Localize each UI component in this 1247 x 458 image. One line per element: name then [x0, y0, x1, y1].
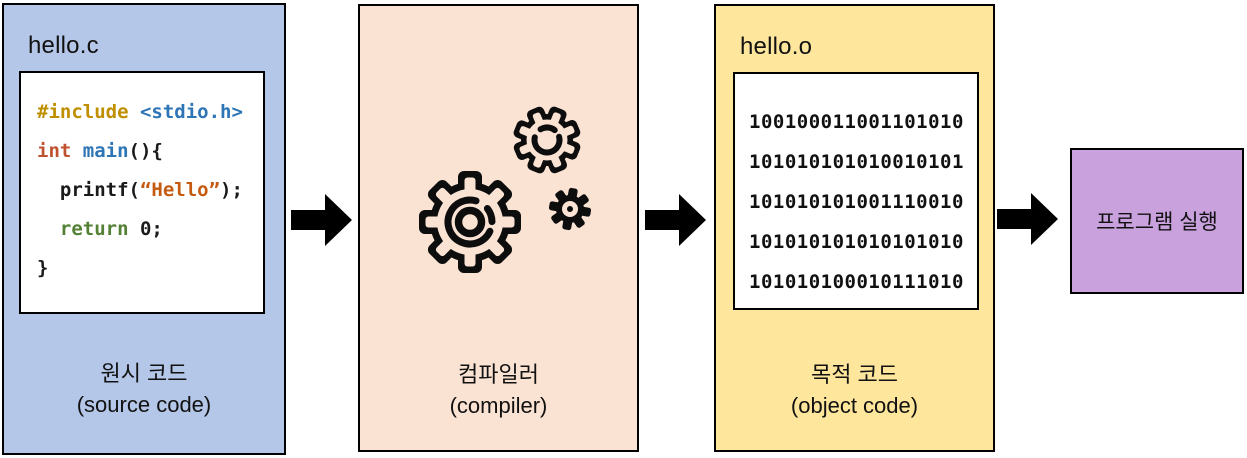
gears-icon	[419, 106, 592, 273]
binary-line: 101010101001110010	[749, 191, 964, 213]
code-token: return	[59, 218, 129, 240]
compiler-label-ko: 컴파일러	[458, 362, 539, 387]
code-token: printf(	[37, 179, 140, 201]
code-token: (){	[128, 140, 163, 162]
binary-panel: 100100011001101010 101010101010010101 10…	[733, 72, 979, 310]
flow-arrow-2	[645, 194, 706, 246]
code-token: int	[37, 140, 72, 162]
object-file-name: hello.o	[740, 33, 813, 60]
program-run-box: 프로그램 실행	[1070, 148, 1244, 294]
source-label-en: (source code)	[76, 392, 212, 417]
source-code-box: hello.c #include <stdio.h>int main(){ pr…	[2, 3, 286, 455]
binary-line: 100100011001101010	[749, 111, 964, 133]
flow-arrow-3	[997, 193, 1058, 245]
compiler-box: 컴파일러 (compiler)	[358, 4, 639, 452]
source-code-panel: #include <stdio.h>int main(){ printf(“He…	[19, 71, 265, 314]
code-line: printf(“Hello”);	[37, 171, 263, 210]
code-token: 0;	[128, 218, 163, 240]
object-label-en: (object code)	[790, 393, 919, 418]
code-token	[71, 140, 82, 162]
binary-line: 101010100010111010	[749, 271, 964, 293]
code-token	[37, 218, 60, 240]
binary-line: 101010101010101010	[749, 231, 964, 253]
code-token: #include	[37, 101, 129, 123]
compiler-box-label: 컴파일러 (compiler)	[360, 359, 637, 421]
source-file-name: hello.c	[28, 32, 99, 59]
compiler-label-en: (compiler)	[449, 393, 548, 418]
object-code-box: hello.o 100100011001101010 1010101010100…	[714, 4, 995, 452]
code-token: “Hello”	[139, 179, 221, 201]
source-box-label: 원시 코드 (source code)	[4, 358, 284, 420]
object-label-ko: 목적 코드	[810, 362, 899, 387]
code-token: main	[82, 140, 129, 162]
binary-line: 101010101010010101	[749, 151, 964, 173]
code-line: #include <stdio.h>	[37, 93, 263, 132]
program-run-label: 프로그램 실행	[1096, 211, 1218, 234]
flow-arrow-1	[291, 194, 352, 246]
source-label-ko: 원시 코드	[100, 361, 188, 386]
code-token: }	[37, 257, 49, 279]
object-box-label: 목적 코드 (object code)	[716, 359, 993, 421]
code-line: return 0;	[37, 210, 263, 249]
code-line: }	[37, 249, 263, 288]
code-token	[129, 101, 140, 123]
code-token: <stdio.h>	[139, 101, 243, 123]
code-line: int main(){	[37, 132, 263, 171]
code-token: );	[220, 179, 243, 201]
